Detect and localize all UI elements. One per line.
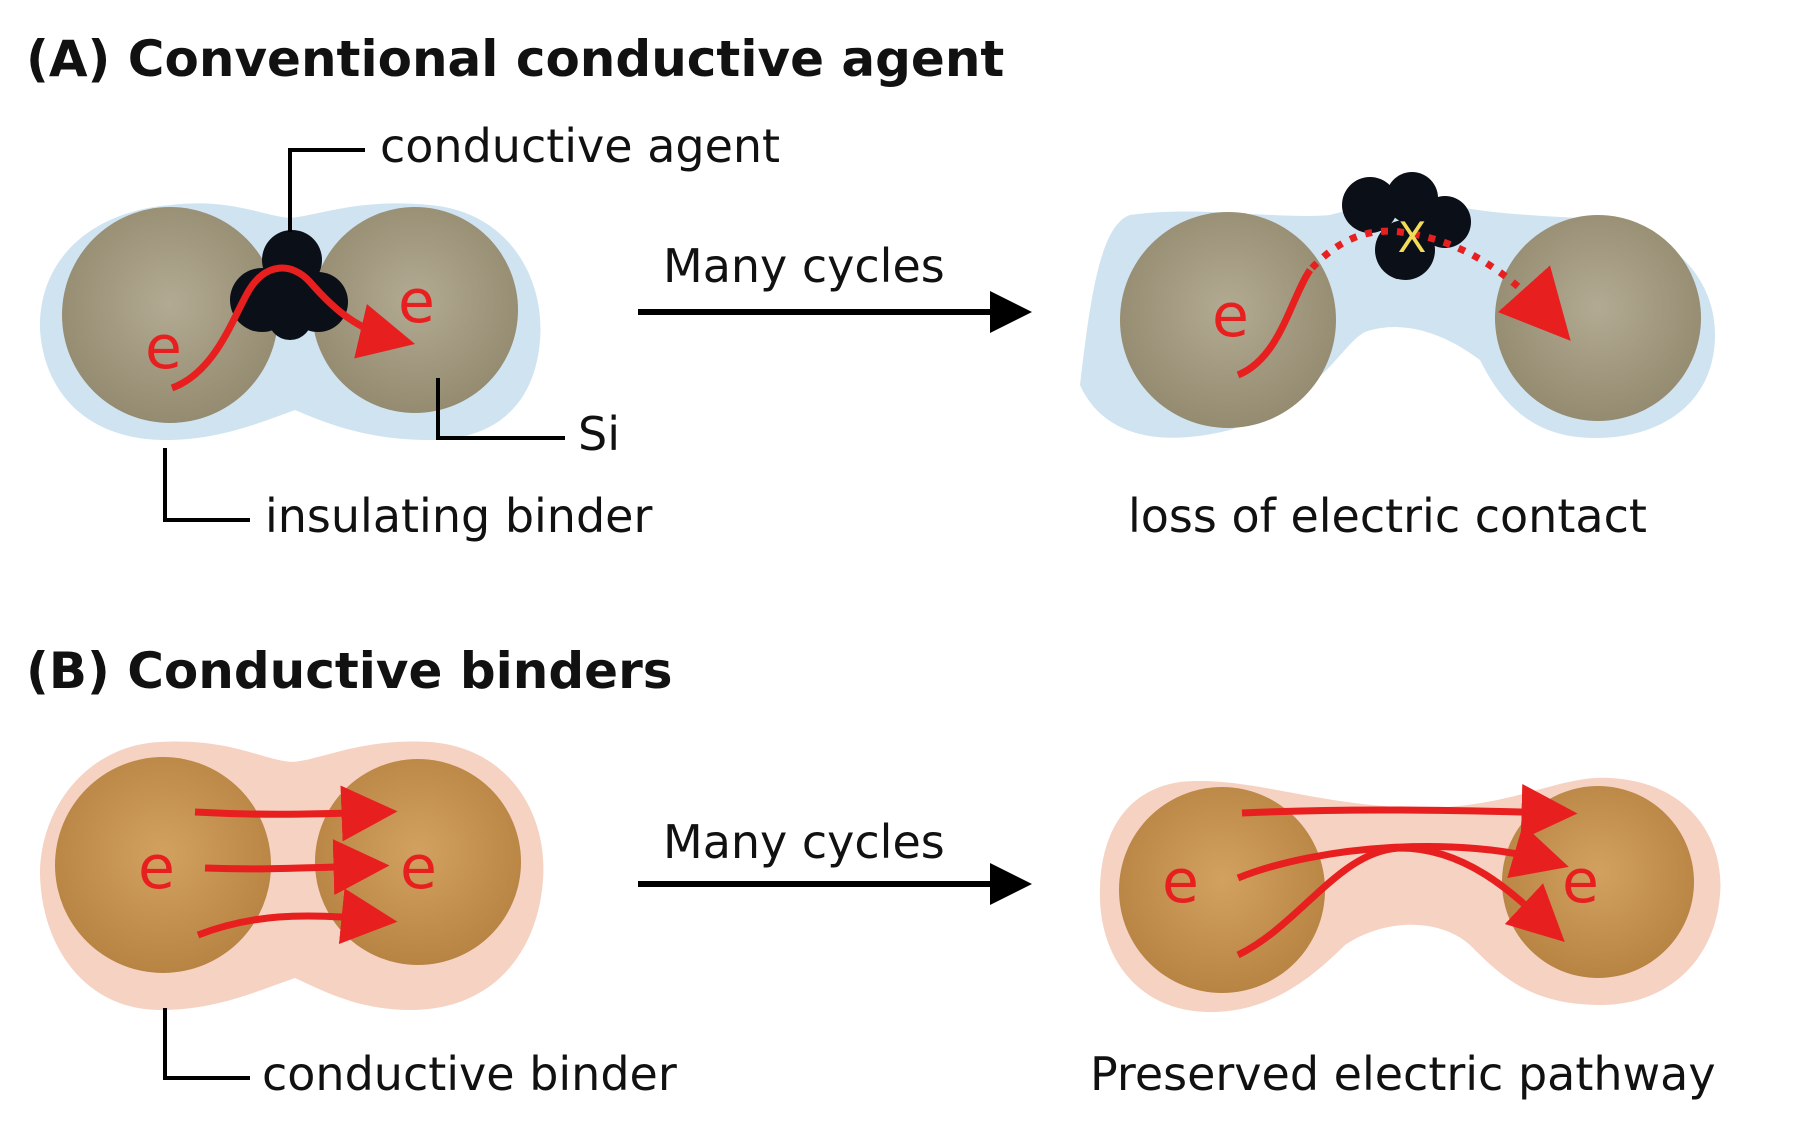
electron-symbol: e	[400, 833, 437, 903]
electron-symbol: e	[1212, 281, 1249, 351]
electron-flow-arrows	[1236, 783, 1578, 959]
si-particle	[62, 207, 278, 423]
conductive-binder-label: conductive binder	[262, 1047, 677, 1101]
electron-symbol: e	[398, 267, 435, 337]
conductive-binder-leader	[163, 1008, 250, 1080]
conductive-agent-label: conductive agent	[380, 119, 780, 173]
preserved-pathway-label: Preserved electric pathway	[1090, 1047, 1716, 1101]
si-leader	[436, 378, 565, 440]
panel-a-title: (A) Conventional conductive agent	[26, 30, 1004, 88]
many-cycles-label: Many cycles	[663, 815, 945, 869]
conductive-agent-cluster	[1342, 172, 1471, 280]
many-cycles-label: Many cycles	[663, 239, 945, 293]
insulating-binder-leader	[163, 448, 250, 522]
loss-of-contact-label: loss of electric contact	[1128, 489, 1647, 543]
electron-symbol: e	[138, 833, 175, 903]
si-label: Si	[578, 407, 620, 461]
electron-symbol: e	[145, 313, 182, 383]
electron-symbol: e	[1162, 847, 1199, 917]
electron-path-arrow	[1236, 268, 1313, 379]
si-particle	[1495, 215, 1701, 421]
electron-path-arrow	[170, 264, 416, 392]
si-particle	[1119, 787, 1325, 993]
conductive-agent-leader	[288, 148, 365, 232]
si-particle	[1120, 212, 1336, 428]
break-mark: X	[1398, 213, 1427, 262]
broken-electron-path	[1309, 227, 1571, 341]
insulating-binder-label: insulating binder	[265, 489, 652, 543]
panel-b-title: (B) Conductive binders	[26, 642, 672, 700]
electron-symbol: e	[1562, 847, 1599, 917]
electron-flow-arrows	[194, 785, 398, 945]
